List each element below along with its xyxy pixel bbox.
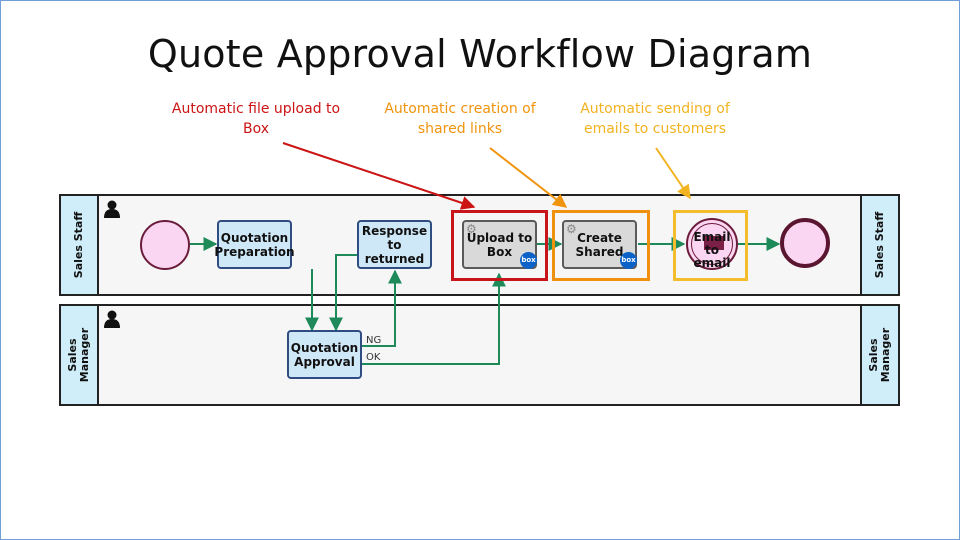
flow-label-ng: NG — [366, 335, 382, 346]
envelope-icon — [704, 236, 724, 250]
lane-header-left: Sales Staff — [61, 196, 99, 294]
callout-pointer-upload — [282, 142, 476, 210]
task-label: Quotation Approval — [290, 340, 359, 369]
callout-upload: Automatic file upload to Box — [171, 101, 341, 137]
callout-emails: Automatic sending of emails to customers — [580, 101, 730, 137]
task-label: Quotation Preparation — [214, 230, 295, 259]
box-badge-icon: box — [620, 252, 637, 269]
start-event[interactable] — [140, 220, 190, 270]
task-upload-to-box[interactable]: ⚙ Upload to Box box — [462, 220, 537, 269]
flow-label-ok: OK — [366, 352, 381, 363]
box-badge-icon: box — [520, 252, 537, 269]
task-response-to-returned[interactable]: Response to returned — [357, 220, 432, 269]
task-quotation-preparation[interactable]: Quotation Preparation — [214, 220, 295, 269]
task-quotation-approval[interactable]: Quotation Approval — [287, 330, 362, 379]
flow-response-to-approval — [329, 254, 358, 332]
callout-pointer-links — [489, 147, 568, 208]
highlight-email — [673, 210, 748, 281]
flow-approval-ok — [362, 272, 506, 365]
person-icon — [104, 200, 120, 218]
task-label: Create Shared — [575, 230, 624, 259]
callout-pointer-emails — [655, 147, 691, 200]
task-label: Response to returned — [361, 223, 428, 266]
task-create-shared[interactable]: ⚙ Create Shared box — [562, 220, 637, 269]
gear-icon: ⚙ — [566, 222, 577, 236]
email-event-inner-ring — [691, 223, 733, 265]
callout-links: Automatic creation of shared links — [384, 101, 536, 137]
task-label: Upload to Box — [466, 230, 533, 259]
gear-icon: ⚙ — [466, 222, 477, 236]
lane-header-right: Sales Staff — [860, 196, 898, 294]
email-event[interactable]: Email to email — [686, 218, 738, 270]
highlight-create-shared — [552, 210, 650, 281]
end-event[interactable] — [780, 218, 830, 268]
flow-approval-ng — [362, 269, 402, 347]
email-event-label: Email to email — [693, 230, 731, 270]
highlight-upload-to-box — [451, 210, 548, 281]
diagram-title: Quote Approval Workflow Diagram — [147, 32, 813, 76]
person-icon — [104, 310, 120, 328]
